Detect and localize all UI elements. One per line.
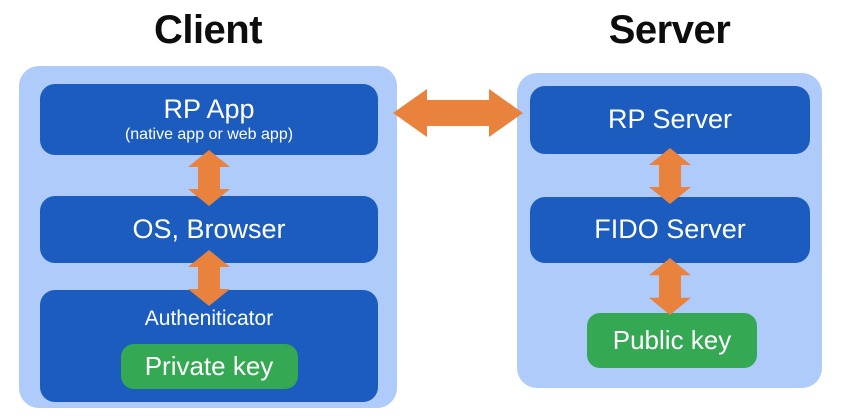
- rp-app-os-arrow-icon: [188, 150, 230, 206]
- public-key-label: Public key: [612, 325, 732, 355]
- public-key-box: Public key: [587, 313, 757, 368]
- server-panel: RP Server FIDO Server Public key: [517, 73, 822, 388]
- os-browser-label: OS, Browser: [132, 213, 286, 244]
- rp-server-fido-arrow-icon: [649, 148, 691, 204]
- rp-server-box: RP Server: [530, 86, 810, 154]
- client-server-arrow-icon: [393, 89, 523, 137]
- authenticator-box: Autheniticator Private key: [40, 290, 378, 402]
- private-key-box: Private key: [120, 344, 298, 390]
- authenticator-label: Autheniticator: [144, 307, 274, 330]
- server-title: Server: [608, 8, 731, 52]
- client-title: Client: [153, 8, 263, 52]
- os-authenticator-arrow-icon: [188, 250, 230, 306]
- client-panel: RP App (native app or web app) OS, Brows…: [19, 66, 397, 408]
- fido-server-label: FIDO Server: [594, 214, 746, 245]
- private-key-label: Private key: [144, 351, 274, 382]
- rp-app-label: RP App: [163, 93, 255, 124]
- rp-app-box: RP App (native app or web app): [40, 84, 378, 155]
- fido-server-box: FIDO Server: [530, 197, 810, 263]
- fido-public-key-arrow-icon: [649, 258, 691, 315]
- rp-server-label: RP Server: [607, 104, 733, 135]
- rp-app-sublabel: (native app or web app): [124, 126, 294, 144]
